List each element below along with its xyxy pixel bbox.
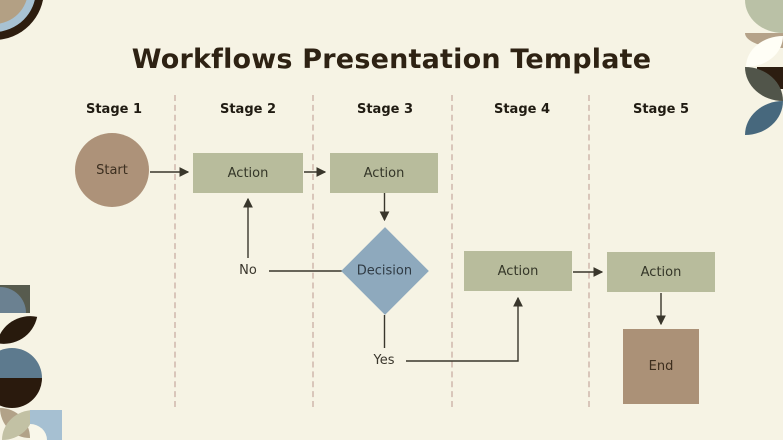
yes-branch-label: Yes bbox=[373, 353, 395, 368]
slide-title: Workflows Presentation Template bbox=[131, 44, 652, 75]
decor-bottom-left-two-tone-circle bbox=[0, 348, 42, 408]
decision-node: Decision bbox=[341, 227, 429, 315]
no-branch-label: No bbox=[239, 263, 257, 278]
stage-divider-4 bbox=[588, 95, 590, 407]
stage-header-1: Stage 1 bbox=[85, 102, 143, 117]
action-node-stage3: Action bbox=[330, 153, 438, 193]
end-node: End bbox=[623, 329, 699, 404]
stage-divider-1 bbox=[174, 95, 176, 407]
start-node: Start bbox=[75, 133, 149, 207]
stage-header-4: Stage 4 bbox=[493, 102, 551, 117]
stage-divider-3 bbox=[451, 95, 453, 407]
stage-divider-2 bbox=[312, 95, 314, 407]
decor-right-leaf-blue bbox=[745, 101, 783, 135]
action-node-stage5: Action bbox=[607, 252, 715, 292]
decor-right-leaf-sage bbox=[745, 0, 783, 33]
decor-bottom-left-leaf-brown bbox=[0, 309, 38, 351]
stage-header-3: Stage 3 bbox=[356, 102, 414, 117]
action-node-stage2: Action bbox=[193, 153, 303, 193]
stage-header-5: Stage 5 bbox=[632, 102, 690, 117]
stage-header-2: Stage 2 bbox=[219, 102, 277, 117]
decision-node-label: Decision bbox=[357, 263, 413, 279]
action-node-stage4: Action bbox=[464, 251, 572, 291]
edge-yes-to-action3 bbox=[406, 296, 523, 362]
